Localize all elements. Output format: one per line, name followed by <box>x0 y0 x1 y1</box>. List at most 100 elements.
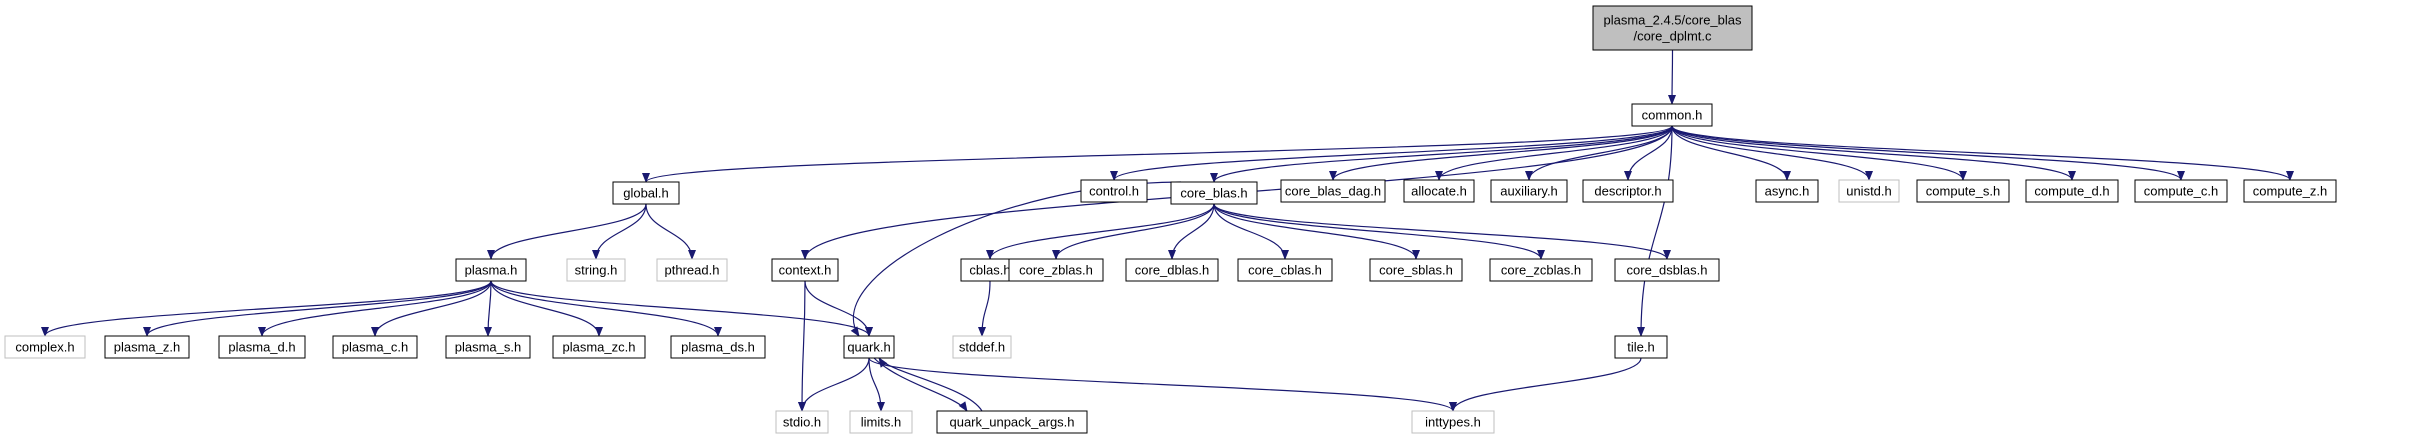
edge-common-to-compute-s <box>1671 125 1967 181</box>
edge-common-to-unistd <box>1671 125 1873 181</box>
node-compute-z[interactable]: compute_z.h <box>2243 179 2337 203</box>
node-control[interactable]: control.h <box>1080 179 1148 203</box>
node-plasma-z-box <box>104 335 190 359</box>
node-plasma-c-label: plasma_c.h <box>342 340 408 355</box>
node-plasma-ds-box <box>670 335 766 359</box>
node-core-blas-dag[interactable]: core_blas_dag.h <box>1280 179 1386 203</box>
edge-common-to-core-blas-dag <box>1329 125 1673 181</box>
node-stdio: stdio.h <box>775 410 829 434</box>
edge-core-blas-to-core-dsblas <box>1213 203 1671 260</box>
node-allocate-box <box>1403 179 1475 203</box>
node-descriptor-label: descriptor.h <box>1594 184 1661 199</box>
node-core-sblas[interactable]: core_sblas.h <box>1369 258 1463 282</box>
node-plasma-s[interactable]: plasma_s.h <box>445 335 531 359</box>
node-complex-box <box>4 335 86 359</box>
node-plasma-d[interactable]: plasma_d.h <box>218 335 306 359</box>
edge-root-to-common <box>1668 49 1677 105</box>
node-plasma-ds-label: plasma_ds.h <box>681 340 755 355</box>
node-plasma-c[interactable]: plasma_c.h <box>332 335 418 359</box>
node-core-dblas-box <box>1125 258 1219 282</box>
node-complex-label: complex.h <box>15 340 74 355</box>
edge-common-to-descriptor <box>1624 125 1673 181</box>
node-inttypes: inttypes.h <box>1411 410 1495 434</box>
edge-quark-to-inttypes <box>868 357 1457 412</box>
node-common-box <box>1631 103 1713 127</box>
edge-core-blas-to-cblas <box>986 203 1215 260</box>
node-plasma-s-box <box>445 335 531 359</box>
edge-common-to-allocate <box>1435 125 1673 181</box>
nodes-layer: plasma_2.4.5/core_blas/core_dplmt.ccommo… <box>4 5 2337 434</box>
node-core-blas-dag-label: core_blas_dag.h <box>1285 184 1381 199</box>
node-common[interactable]: common.h <box>1631 103 1713 127</box>
node-plasma-d-box <box>218 335 306 359</box>
edge-common-to-compute-z <box>1671 125 2294 181</box>
edge-plasma-to-plasma-z <box>143 280 492 337</box>
node-descriptor[interactable]: descriptor.h <box>1582 179 1674 203</box>
node-context[interactable]: context.h <box>771 258 839 282</box>
node-compute-d-label: compute_d.h <box>2034 184 2109 199</box>
node-control-box <box>1080 179 1148 203</box>
node-tile-label: tile.h <box>1627 340 1654 355</box>
node-core-blas-dag-box <box>1280 179 1386 203</box>
edge-core-blas-to-core-zcblas <box>1213 203 1545 260</box>
node-plasma-zc-label: plasma_zc.h <box>563 340 636 355</box>
node-quark-box <box>843 335 895 359</box>
node-common-label: common.h <box>1642 108 1703 123</box>
edge-core-blas-to-core-dblas <box>1168 203 1215 260</box>
node-core-blas-box <box>1170 181 1258 205</box>
edge-common-to-compute-d <box>1671 125 2076 181</box>
node-auxiliary-box <box>1490 179 1568 203</box>
node-context-label: context.h <box>779 263 832 278</box>
node-core-dsblas[interactable]: core_dsblas.h <box>1614 258 1720 282</box>
edge-common-to-async <box>1671 125 1791 181</box>
node-plasma-ds[interactable]: plasma_ds.h <box>670 335 766 359</box>
node-global-box <box>612 181 680 205</box>
node-core-dblas[interactable]: core_dblas.h <box>1125 258 1219 282</box>
edge-plasma-to-plasma-c <box>371 280 492 337</box>
node-compute-d[interactable]: compute_d.h <box>2025 179 2119 203</box>
node-complex: complex.h <box>4 335 86 359</box>
edge-plasma-to-plasma-d <box>258 280 492 337</box>
node-allocate[interactable]: allocate.h <box>1403 179 1475 203</box>
edge-plasma-to-plasma-s <box>484 280 493 337</box>
node-plasma-s-label: plasma_s.h <box>455 340 521 355</box>
node-control-label: control.h <box>1089 184 1139 199</box>
node-compute-c[interactable]: compute_c.h <box>2134 179 2228 203</box>
edge-tile-to-inttypes <box>1449 357 1642 412</box>
node-compute-s-box <box>1916 179 2010 203</box>
node-core-zblas-label: core_zblas.h <box>1019 263 1093 278</box>
node-stddef-box <box>952 335 1012 359</box>
node-limits: limits.h <box>849 410 913 434</box>
node-unistd: unistd.h <box>1838 179 1900 203</box>
edge-common-to-global <box>642 125 1673 183</box>
node-compute-z-box <box>2243 179 2337 203</box>
node-compute-d-box <box>2025 179 2119 203</box>
node-core-zcblas[interactable]: core_zcblas.h <box>1489 258 1593 282</box>
node-core-zcblas-label: core_zcblas.h <box>1501 263 1581 278</box>
node-root: plasma_2.4.5/core_blas/core_dplmt.c <box>1592 5 1753 51</box>
node-compute-s-label: compute_s.h <box>1926 184 2000 199</box>
node-compute-s[interactable]: compute_s.h <box>1916 179 2010 203</box>
node-quark[interactable]: quark.h <box>843 335 895 359</box>
node-allocate-label: allocate.h <box>1411 184 1467 199</box>
node-core-zblas[interactable]: core_zblas.h <box>1008 258 1104 282</box>
node-inttypes-label: inttypes.h <box>1425 415 1481 430</box>
node-tile[interactable]: tile.h <box>1614 335 1668 359</box>
node-async[interactable]: async.h <box>1755 179 1819 203</box>
node-core-cblas[interactable]: core_cblas.h <box>1237 258 1333 282</box>
node-global[interactable]: global.h <box>612 181 680 205</box>
node-quark-unpack-args[interactable]: quark_unpack_args.h <box>936 410 1088 434</box>
node-plasma-zc[interactable]: plasma_zc.h <box>552 335 646 359</box>
node-auxiliary[interactable]: auxiliary.h <box>1490 179 1568 203</box>
edge-quark-unpack-args-to-quark <box>878 357 983 412</box>
edge-cblas-to-stddef <box>978 280 991 337</box>
node-core-blas[interactable]: core_blas.h <box>1170 181 1258 205</box>
node-async-box <box>1755 179 1819 203</box>
node-plasma-label: plasma.h <box>465 263 518 278</box>
node-plasma-z[interactable]: plasma_z.h <box>104 335 190 359</box>
node-descriptor-box <box>1582 179 1674 203</box>
node-plasma[interactable]: plasma.h <box>455 258 527 282</box>
node-stddef: stddef.h <box>952 335 1012 359</box>
node-core-sblas-box <box>1369 258 1463 282</box>
edge-core-blas-to-core-zblas <box>1052 203 1215 260</box>
